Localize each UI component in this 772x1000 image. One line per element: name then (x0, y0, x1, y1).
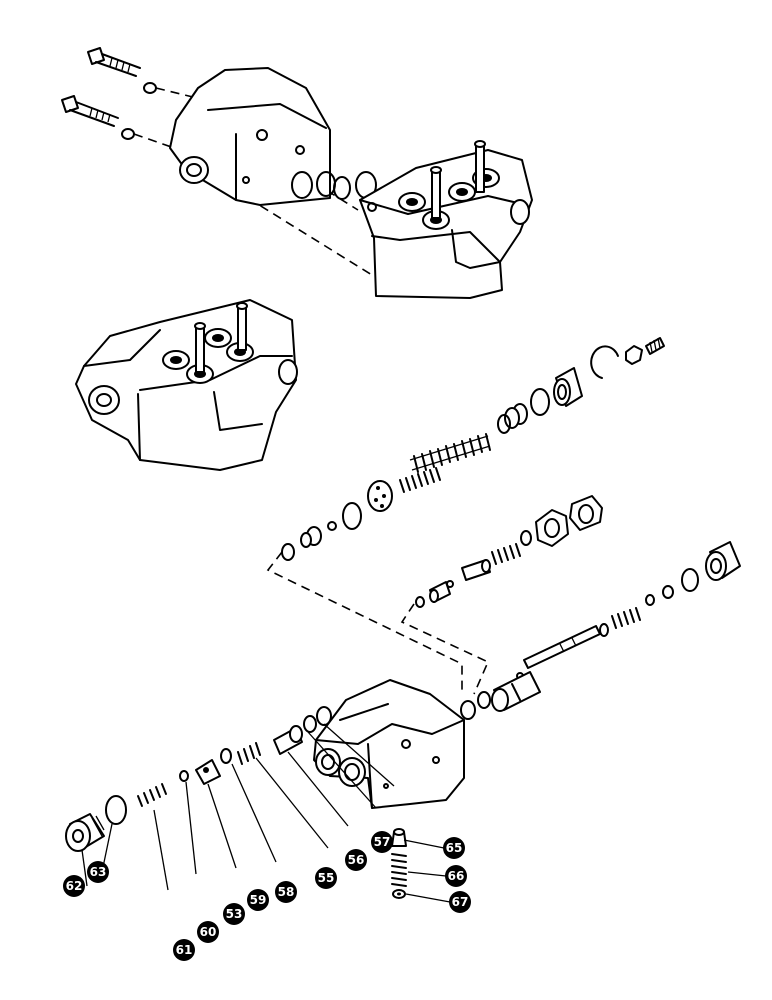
assembled-valve (75, 299, 298, 471)
washer-row3-2 (645, 594, 655, 606)
callout-61: 61 (173, 939, 195, 961)
callout-label: 65 (446, 841, 463, 855)
assembly-dash-lines (266, 551, 490, 695)
callout-63: 63 (87, 861, 109, 883)
callout-label: 57 (374, 835, 391, 849)
lower-parts (65, 706, 407, 899)
spring-66 (391, 853, 407, 887)
poppet-upper (300, 526, 322, 548)
long-spool (523, 625, 601, 669)
washer-row2 (520, 530, 532, 546)
callout-label: 62 (66, 879, 83, 893)
spring-row2 (491, 543, 521, 565)
callout-58: 58 (275, 881, 297, 903)
o-ring-row2 (415, 596, 425, 608)
o-ring-56 (303, 715, 317, 733)
retainer-row3 (599, 623, 609, 637)
poppet-53 (195, 759, 221, 785)
o-ring-upper-2 (497, 414, 511, 434)
o-ring-row3-2 (477, 691, 491, 709)
callout-66: 66 (445, 865, 467, 887)
callout-60: 60 (197, 921, 219, 943)
o-ring-63 (105, 795, 127, 825)
seat-67 (392, 889, 406, 899)
callout-59: 59 (247, 889, 269, 911)
o-ring-disc (342, 502, 362, 530)
callout-65: 65 (443, 837, 465, 859)
callout-label: 59 (250, 893, 267, 907)
callout-57: 57 (371, 831, 393, 853)
callout-label: 63 (90, 865, 107, 879)
upper-valve-body (359, 140, 533, 299)
spring-58 (237, 742, 261, 765)
callout-label: 58 (278, 885, 295, 899)
second-parts-row (415, 495, 603, 608)
nut-top (625, 345, 643, 365)
plug-large-upper (705, 541, 741, 581)
o-ring-57 (316, 706, 332, 726)
spring-61 (137, 783, 167, 807)
valve-seat-disc (367, 480, 393, 512)
callout-label: 53 (226, 907, 243, 921)
check-valve-row2 (429, 581, 451, 603)
large-spring (409, 433, 491, 473)
o-ring-row3-1 (681, 568, 699, 592)
top-bolt-lower (61, 95, 119, 127)
callout-label: 67 (452, 895, 469, 909)
washer-60 (179, 770, 189, 782)
small-spring (399, 467, 441, 493)
sleeve-55 (273, 725, 303, 755)
spacer-upper (504, 403, 528, 429)
o-ring-upper-1 (530, 388, 550, 416)
callout-label: 60 (200, 925, 217, 939)
upper-parts-row (281, 337, 665, 561)
callout-55: 55 (315, 867, 337, 889)
top-bolt-upper (87, 47, 141, 77)
lower-valve-body (313, 679, 465, 809)
plug-62 (65, 813, 105, 852)
plunger-row3 (491, 671, 541, 712)
ball-upper (327, 521, 337, 531)
pin-row2 (461, 559, 491, 581)
o-ring-poppet (281, 543, 295, 561)
sleeve-plug (553, 367, 583, 407)
callout-67: 67 (449, 891, 471, 913)
callout-label: 55 (318, 871, 335, 885)
callout-label: 56 (348, 853, 365, 867)
top-washers (121, 82, 157, 140)
snap-ring-top (590, 345, 619, 379)
o-ring-row3-3 (460, 700, 476, 720)
spacer-59 (220, 748, 232, 764)
top-end-cover (169, 67, 331, 206)
spring-row3 (611, 607, 641, 629)
third-parts-row (460, 541, 741, 720)
setscrew-top (645, 337, 665, 355)
hex-nut (535, 509, 569, 547)
callout-label: 61 (176, 943, 193, 957)
callout-56: 56 (345, 849, 367, 871)
callout-62: 62 (63, 875, 85, 897)
washer-row3-1 (662, 585, 674, 599)
check-65 (391, 828, 407, 847)
callout-53: 53 (223, 903, 245, 925)
adjusting-nut-upper (569, 495, 603, 531)
callout-label: 66 (448, 869, 465, 883)
